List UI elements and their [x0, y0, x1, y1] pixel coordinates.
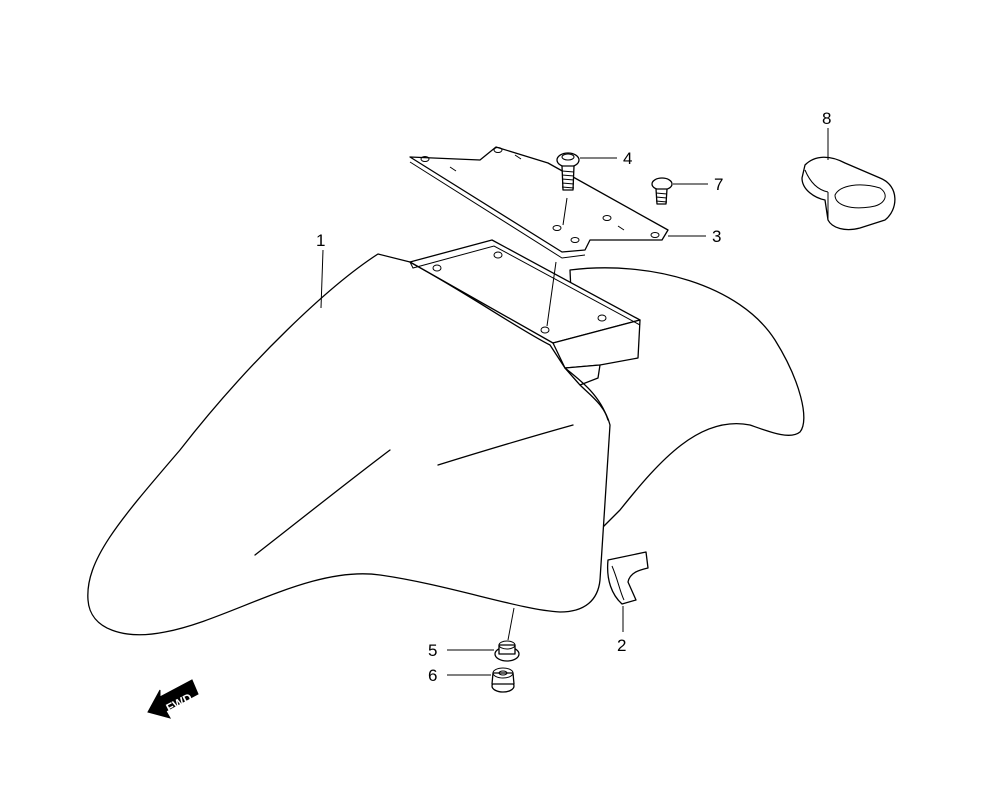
callout-2: 2	[617, 636, 626, 655]
callout-6: 6	[428, 666, 437, 685]
callout-7: 7	[714, 175, 723, 194]
clip-part: 2	[606, 551, 649, 655]
nut-part: 5	[428, 607, 520, 662]
flange-nut-part: 6	[428, 666, 515, 693]
callout-3: 3	[712, 227, 721, 246]
screw-part: 7	[651, 175, 723, 205]
callout-8: 8	[822, 109, 831, 128]
forward-arrow-icon: FWD	[147, 679, 199, 719]
clamp-part: 8	[801, 109, 896, 231]
fender-brace-part: 3	[409, 146, 721, 259]
front-fender-part: 1	[87, 231, 805, 636]
callout-1: 1	[316, 231, 325, 250]
callout-5: 5	[428, 641, 437, 660]
callout-4: 4	[623, 149, 632, 168]
bolt-part: 4	[546, 149, 632, 327]
